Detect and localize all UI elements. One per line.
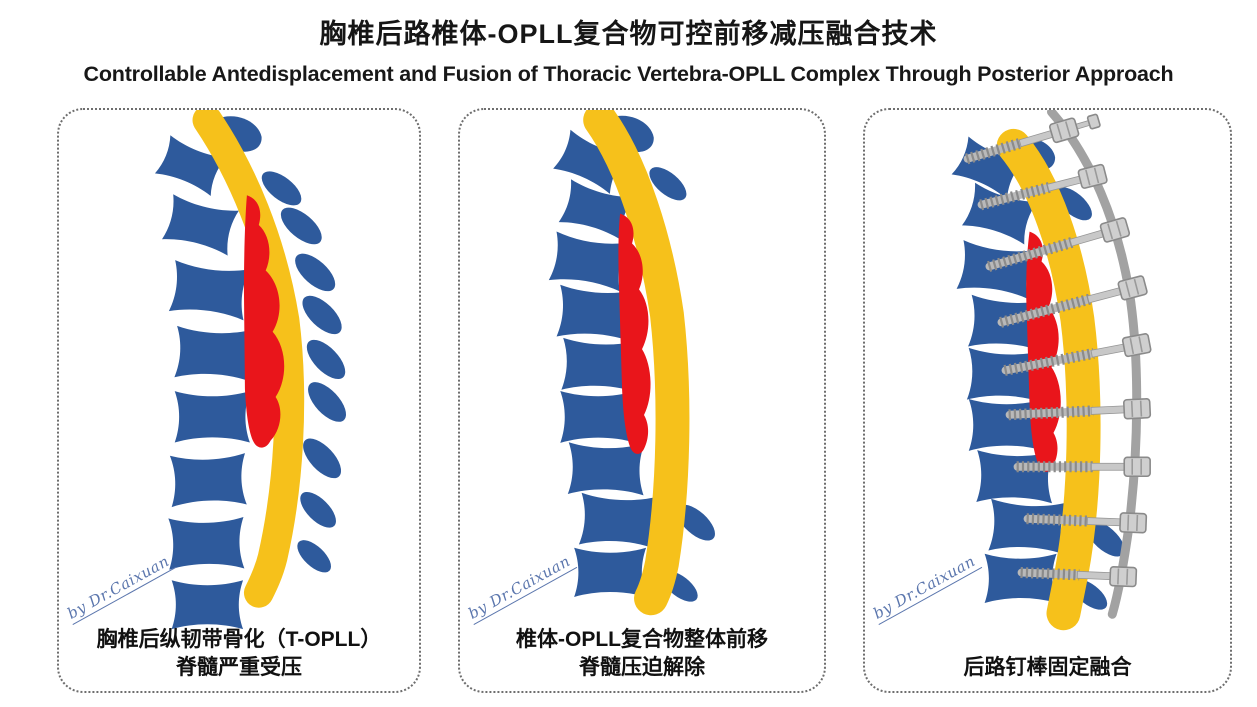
spine-illustration-decompressed <box>548 110 722 616</box>
vertebra <box>578 492 658 549</box>
vertebra <box>169 453 247 508</box>
vertebra <box>174 325 253 382</box>
caption-panel-3: 后路钉棒固定融合 <box>865 654 1230 681</box>
vertebra <box>171 580 244 630</box>
caption-line-1: 胸椎后纵韧带骨化（T-OPLL） <box>96 628 382 652</box>
spine-illustration-compressed <box>154 110 353 630</box>
pedicle-screw <box>1017 565 1138 588</box>
pedicle-screw <box>1005 398 1152 421</box>
spine-illustration-instrumented <box>951 110 1152 631</box>
spinal-cord <box>583 110 690 616</box>
pedicle-screw <box>997 275 1148 328</box>
subtitle-en: Controllable Antedisplacement and Fusion… <box>83 62 1174 86</box>
caption-line-2: 脊髓压迫解除 <box>579 655 705 679</box>
spinous-process <box>294 485 342 534</box>
spinous-process <box>296 432 348 485</box>
spinous-process <box>301 375 353 429</box>
pedicle-screws <box>963 113 1152 588</box>
opll-mass <box>243 195 285 448</box>
vertebra <box>984 553 1057 604</box>
spinous-process <box>296 289 349 341</box>
panel-fixation: by Dr.Caixuan 后路钉棒固定融合 <box>863 108 1232 693</box>
caption-line-2: 脊髓严重受压 <box>176 655 302 679</box>
panel-topll: by Dr.Caixuan 胸椎后纵韧带骨化（T-OPLL） 脊髓严重受压 <box>57 108 421 693</box>
pedicle-screw <box>1001 333 1152 376</box>
vertebra <box>988 498 1067 555</box>
caption-line-1: 后路钉棒固定融合 <box>963 655 1132 679</box>
title-zh: 胸椎后路椎体-OPLL复合物可控前移减压融合技术 <box>319 19 938 49</box>
vertebra <box>168 517 245 570</box>
vertebra <box>574 547 647 598</box>
vertebral-bodies <box>154 135 253 630</box>
pedicle-screw <box>1023 512 1148 534</box>
vertebra <box>548 231 628 292</box>
pedicle-screw <box>963 113 1101 165</box>
caption-line-1: 椎体-OPLL复合物整体前移 <box>516 628 768 652</box>
vertebra <box>168 260 250 321</box>
pedicle-screw <box>977 163 1108 211</box>
spinous-process <box>288 247 342 298</box>
panel-antedisplacement: by Dr.Caixuan 椎体-OPLL复合物整体前移 脊髓压迫解除 <box>458 108 826 693</box>
vertebra <box>162 194 239 256</box>
spinal-cord <box>996 128 1101 631</box>
caption-panel-2: 椎体-OPLL复合物整体前移 脊髓压迫解除 <box>460 626 824 681</box>
spinous-process <box>274 200 328 251</box>
opll-mass <box>618 213 651 454</box>
pedicle-screw <box>1013 456 1151 478</box>
vertebra <box>174 391 250 443</box>
spinous-process <box>300 333 352 386</box>
caption-panel-1: 胸椎后纵韧带骨化（T-OPLL） 脊髓严重受压 <box>59 626 419 681</box>
pedicle-screw <box>985 217 1131 272</box>
spinous-process <box>291 534 337 578</box>
